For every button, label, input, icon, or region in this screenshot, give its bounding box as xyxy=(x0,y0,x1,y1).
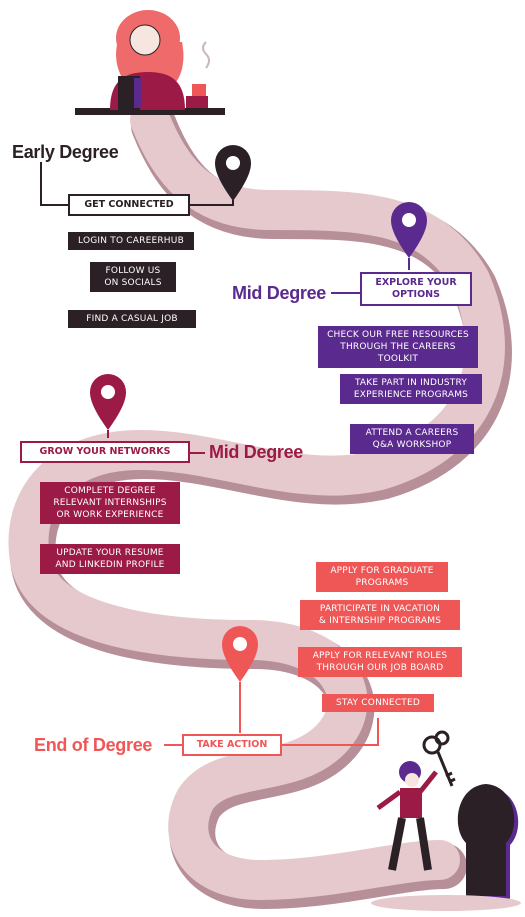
heading-explore-options: EXPLORE YOUR OPTIONS xyxy=(360,272,472,306)
heading-get-connected: GET CONNECTED xyxy=(68,194,190,216)
heading-take-action: TAKE ACTION xyxy=(182,734,282,756)
item-vacation-internship: PARTICIPATE IN VACATION & INTERNSHIP PRO… xyxy=(300,600,460,630)
item-industry-experience: TAKE PART IN INDUSTRY EXPERIENCE PROGRAM… xyxy=(340,374,482,404)
student-with-key-illustration xyxy=(371,730,521,911)
item-update-resume: UPDATE YOUR RESUME AND LINKEDIN PROFILE xyxy=(40,544,180,574)
pin-early xyxy=(215,145,251,201)
connector-lines xyxy=(40,162,410,746)
stage-label-early-degree: Early Degree xyxy=(12,142,119,162)
item-login-careerhub: LOGIN TO CAREERHUB xyxy=(68,232,194,250)
stage-label-mid-degree-network: Mid Degree xyxy=(209,442,304,462)
stage-label-end-of-degree: End of Degree xyxy=(34,735,153,755)
stage-label-mid-degree-explore: Mid Degree xyxy=(232,283,327,303)
item-stay-connected: STAY CONNECTED xyxy=(322,694,434,712)
student-reading-illustration xyxy=(75,10,225,115)
item-job-board: APPLY FOR RELEVANT ROLES THROUGH OUR JOB… xyxy=(298,647,462,677)
pin-mid-explore xyxy=(391,202,427,258)
road xyxy=(8,100,505,900)
item-find-casual-job: FIND A CASUAL JOB xyxy=(68,310,196,328)
pin-mid-network xyxy=(90,374,126,430)
item-graduate-programs: APPLY FOR GRADUATE PROGRAMS xyxy=(316,562,448,592)
pin-end xyxy=(222,626,258,682)
heading-grow-networks: GROW YOUR NETWORKS xyxy=(20,441,190,463)
item-internships: COMPLETE DEGREE RELEVANT INTERNSHIPS OR … xyxy=(40,482,180,524)
item-careers-toolkit: CHECK OUR FREE RESOURCES THROUGH THE CAR… xyxy=(318,326,478,368)
item-follow-socials: FOLLOW US ON SOCIALS xyxy=(90,262,176,292)
item-qa-workshop: ATTEND A CAREERS Q&A WORKSHOP xyxy=(350,424,474,454)
